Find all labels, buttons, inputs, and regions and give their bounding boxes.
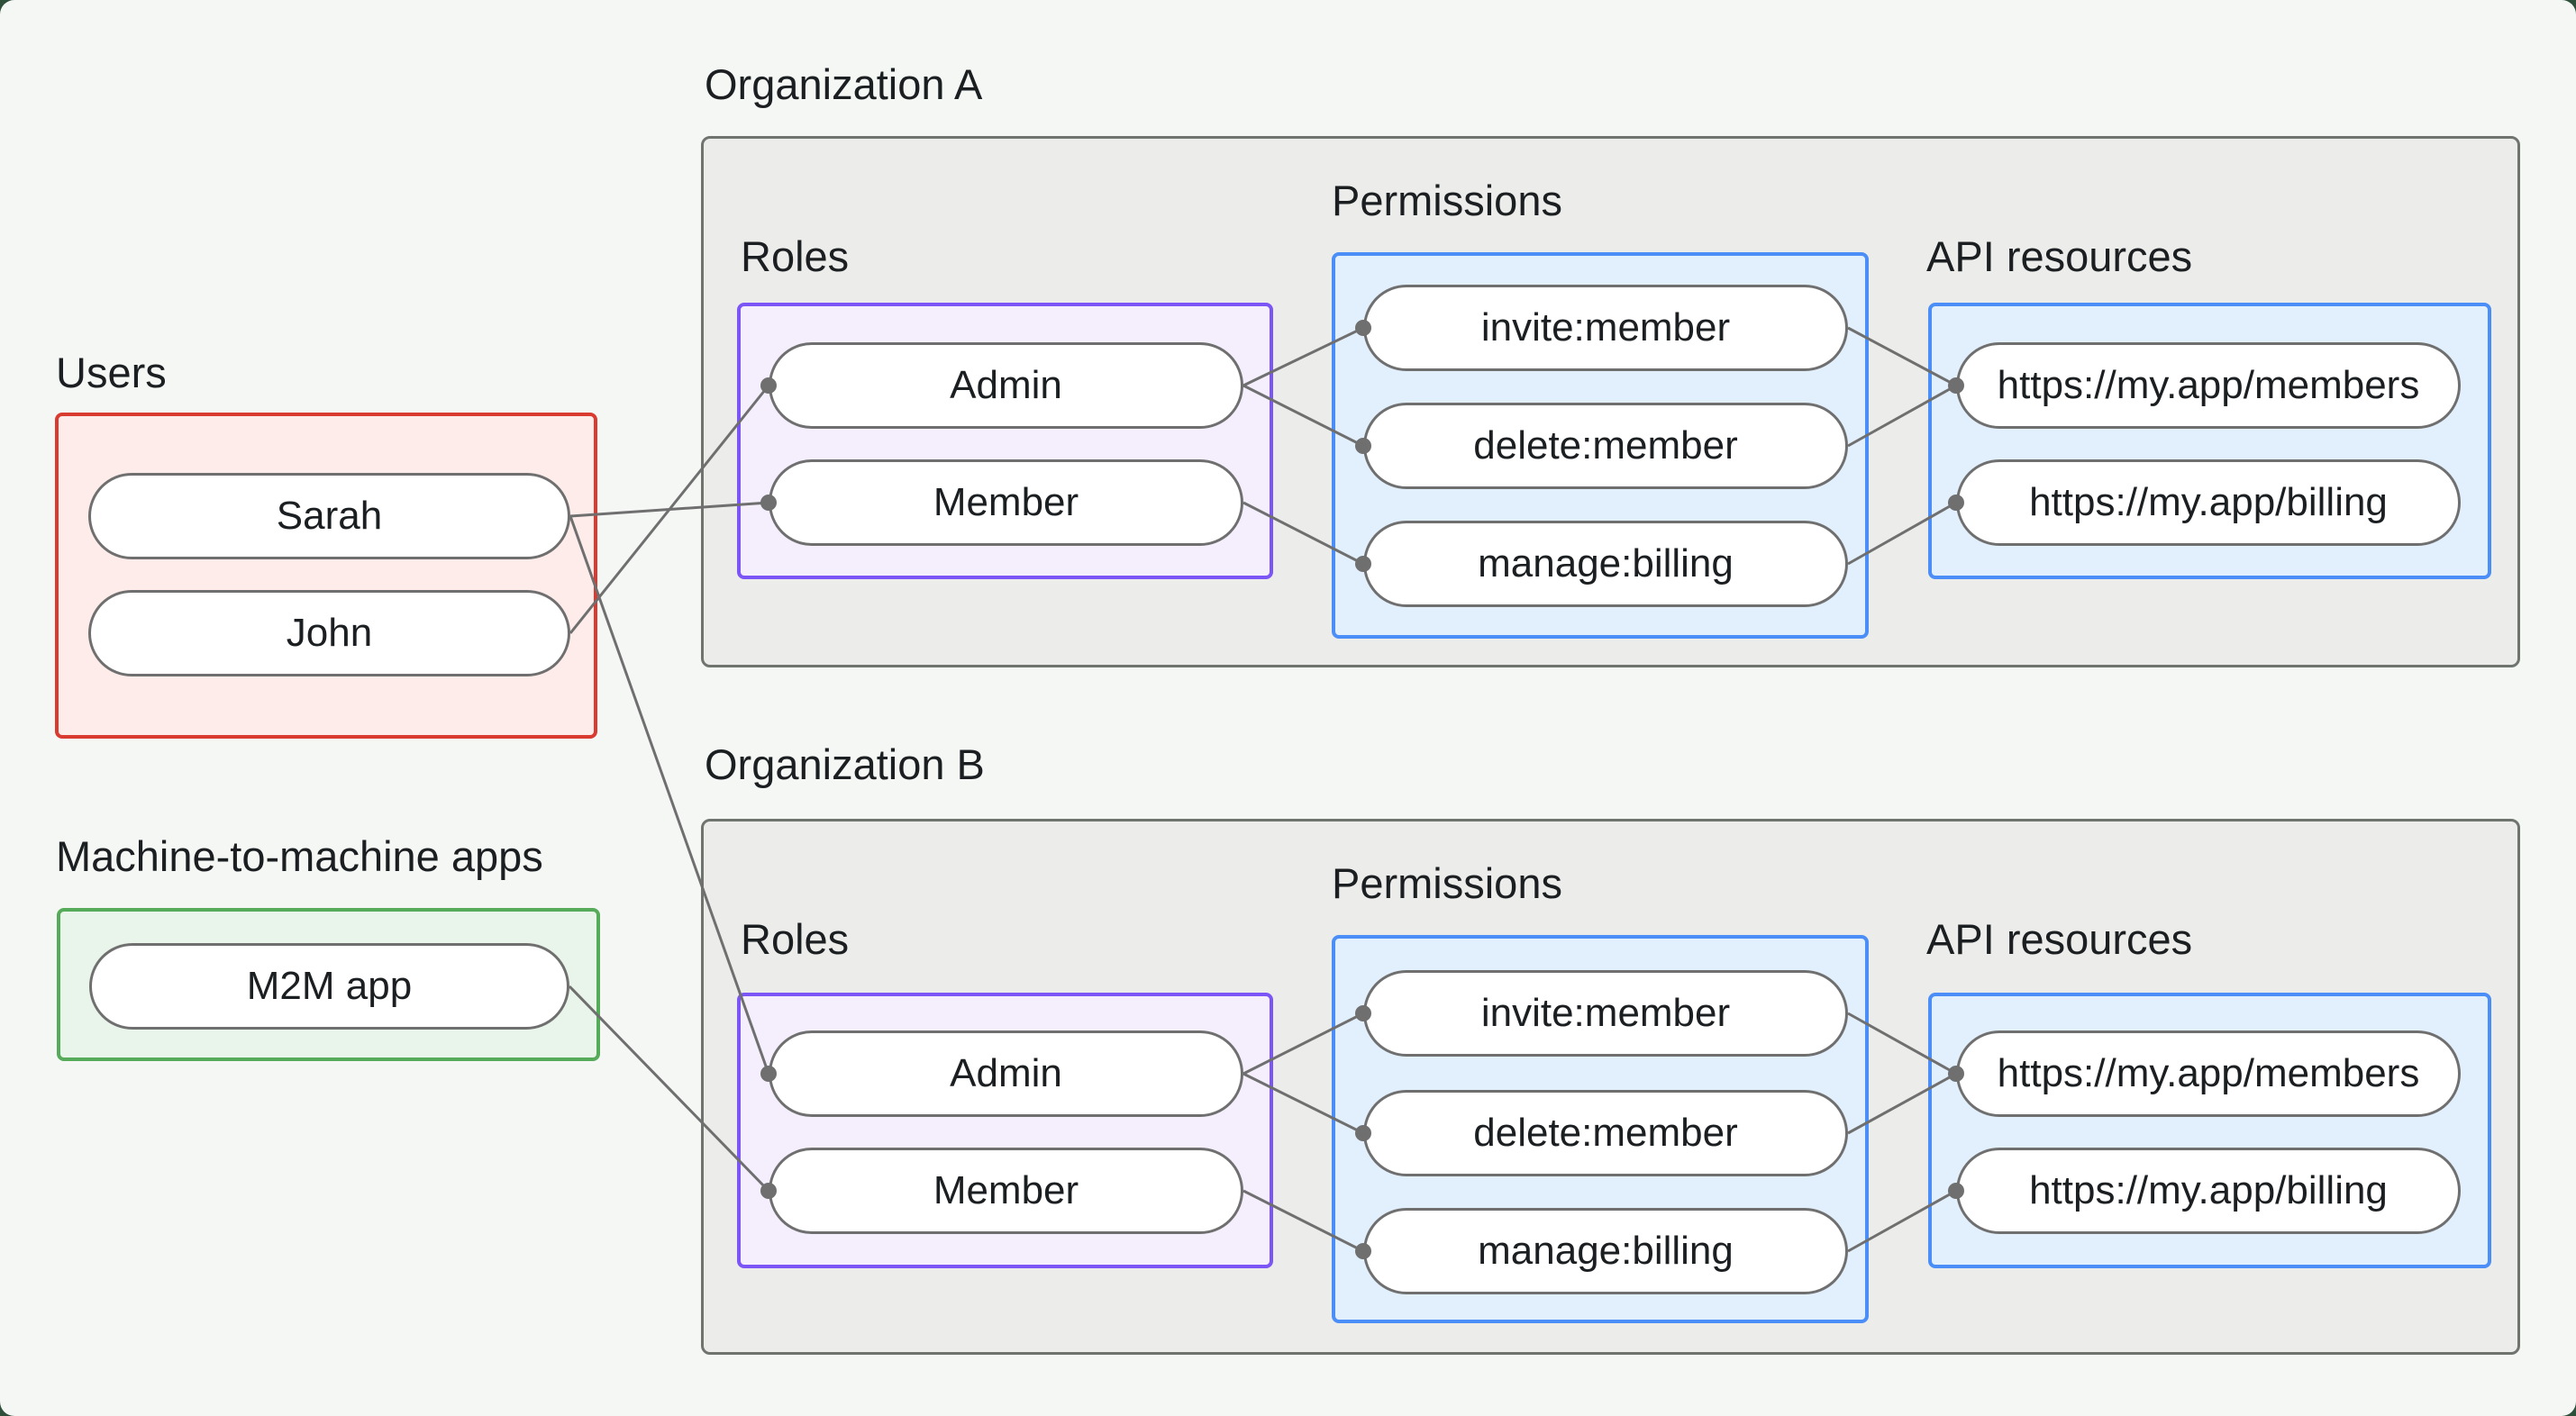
node-org-b-api-members-label: https://my.app/members <box>1997 1051 2420 1095</box>
org-b-roles-label: Roles <box>741 915 850 963</box>
node-org-a-role-admin: Admin <box>769 342 1243 429</box>
node-org-a-perm-manage: manage:billing <box>1363 521 1848 607</box>
org-a-permissions-label: Permissions <box>1332 177 1562 224</box>
users-section-label: Users <box>56 349 167 396</box>
node-org-a-role-member: Member <box>769 459 1243 546</box>
org-a-title: Organization A <box>705 60 983 108</box>
node-m2m-app-label: M2M app <box>246 964 413 1008</box>
node-org-a-api-members-label: https://my.app/members <box>1997 363 2420 407</box>
node-org-a-perm-manage-label: manage:billing <box>1478 541 1734 585</box>
org-a-api-label: API resources <box>1926 232 2193 280</box>
node-org-b-perm-delete: delete:member <box>1363 1090 1848 1176</box>
org-a-roles-label: Roles <box>741 232 850 280</box>
node-org-b-api-members: https://my.app/members <box>1956 1030 2461 1117</box>
node-org-a-perm-delete-label: delete:member <box>1473 423 1738 467</box>
node-org-b-role-member-label: Member <box>933 1168 1079 1212</box>
node-org-a-perm-invite-label: invite:member <box>1480 305 1731 349</box>
node-org-a-perm-delete: delete:member <box>1363 403 1848 489</box>
node-org-b-role-admin-label: Admin <box>950 1051 1062 1095</box>
node-user-sarah: Sarah <box>88 473 570 559</box>
users-group-box <box>55 413 597 739</box>
node-user-sarah-label: Sarah <box>276 494 383 538</box>
node-org-a-api-members: https://my.app/members <box>1956 342 2461 429</box>
node-org-a-role-admin-label: Admin <box>950 363 1062 407</box>
org-b-permissions-label: Permissions <box>1332 859 1562 907</box>
node-org-b-perm-invite-label: invite:member <box>1480 991 1731 1035</box>
node-org-b-perm-delete-label: delete:member <box>1473 1111 1738 1155</box>
node-org-b-perm-invite: invite:member <box>1363 970 1848 1057</box>
node-org-b-perm-manage-label: manage:billing <box>1478 1229 1734 1273</box>
node-org-a-api-billing: https://my.app/billing <box>1956 459 2461 546</box>
node-m2m-app: M2M app <box>89 943 569 1030</box>
node-org-b-role-admin: Admin <box>769 1030 1243 1117</box>
node-user-john: John <box>88 590 570 676</box>
node-org-b-api-billing-label: https://my.app/billing <box>2029 1168 2388 1212</box>
node-org-a-role-member-label: Member <box>933 480 1079 524</box>
node-org-a-perm-invite: invite:member <box>1363 285 1848 371</box>
org-b-api-label: API resources <box>1926 915 2193 963</box>
node-org-b-api-billing: https://my.app/billing <box>1956 1148 2461 1234</box>
org-b-title: Organization B <box>705 740 985 788</box>
node-org-b-perm-manage: manage:billing <box>1363 1208 1848 1294</box>
node-org-b-role-member: Member <box>769 1148 1243 1234</box>
m2m-section-label: Machine-to-machine apps <box>56 832 543 880</box>
node-org-a-api-billing-label: https://my.app/billing <box>2029 480 2388 524</box>
node-user-john-label: John <box>286 611 373 655</box>
